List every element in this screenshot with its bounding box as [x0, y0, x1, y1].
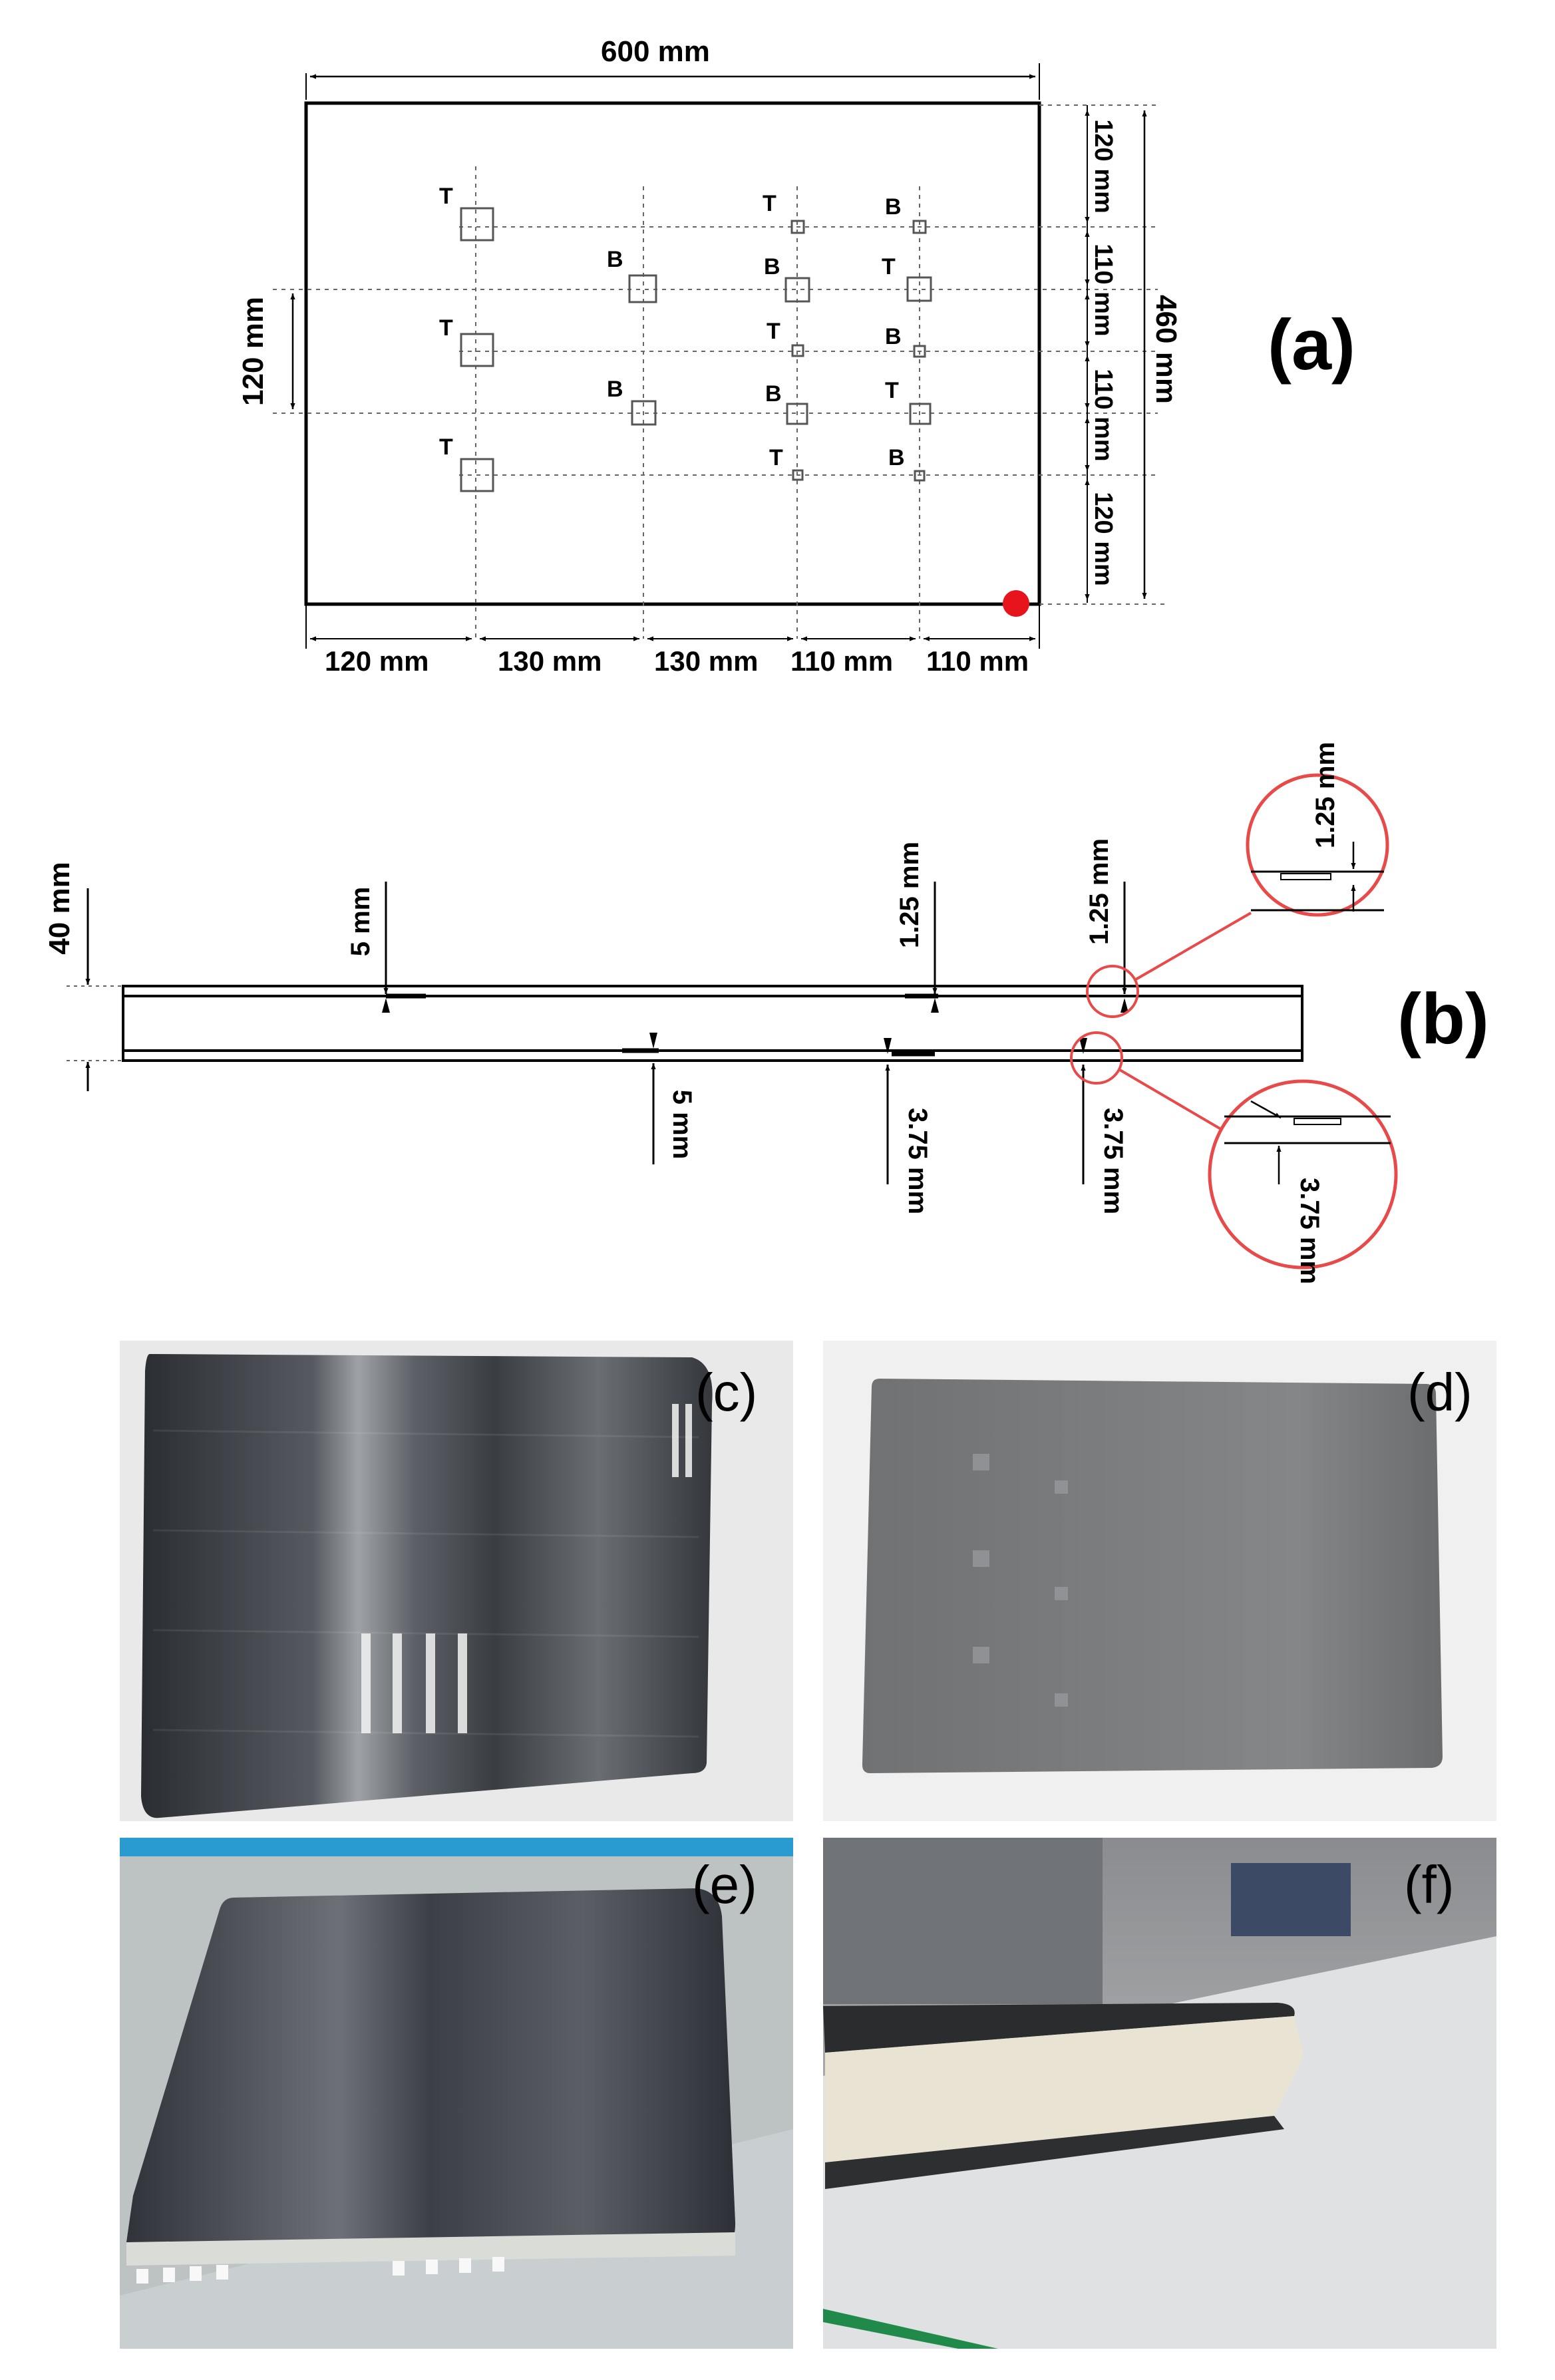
- letter-t: T: [439, 184, 453, 209]
- photo-e: (e): [120, 1838, 793, 2349]
- photo-d-label: (d): [1407, 1363, 1472, 1422]
- panel-a: 600 mm: [237, 35, 1355, 677]
- photo-f-label: (f): [1404, 1855, 1455, 1914]
- plate-outline: [304, 101, 1041, 606]
- letter-t: T: [767, 319, 780, 344]
- panel-b-label: (b): [1397, 978, 1489, 1059]
- photo-c-label: (c): [695, 1363, 757, 1422]
- left-span-label: 120 mm: [237, 297, 269, 406]
- photo-f: (f): [823, 1838, 1496, 2349]
- photo-d: (d): [823, 1341, 1496, 1821]
- letter-b: B: [885, 324, 902, 349]
- letter-t: T: [885, 378, 899, 403]
- panel-top-skin: [823, 2003, 1295, 2053]
- top-mid-label: 1.25 mm: [895, 842, 924, 948]
- letter-b: B: [888, 445, 905, 470]
- photo-e-label: (e): [692, 1855, 757, 1914]
- height-label: 460 mm: [1150, 295, 1182, 404]
- bottom-dim-label: 130 mm: [498, 645, 602, 677]
- right-dim-label: 120 mm: [1089, 119, 1117, 214]
- top-small-label: 1.25 mm: [1085, 838, 1114, 945]
- letter-b: B: [607, 247, 623, 272]
- grid-lines: [273, 104, 1168, 639]
- bottom-dim-label: 130 mm: [654, 645, 758, 677]
- bottom-mid-label: 3.75 mm: [903, 1108, 932, 1214]
- right-dimension-labels: 120 mm 110 mm 110 mm 120 mm: [1089, 119, 1117, 586]
- right-dim-label: 120 mm: [1089, 492, 1117, 586]
- zoom-top-label: 1.25 mm: [1311, 742, 1340, 848]
- width-label: 600 mm: [601, 35, 710, 68]
- right-dim-label: 110 mm: [1089, 244, 1117, 336]
- letter-b: B: [765, 381, 782, 407]
- zoom-callout-top: 1.25 mm: [1086, 742, 1389, 1018]
- zoom-callout-bottom: 3.75 mm: [1070, 1031, 1398, 1284]
- bottom-dim-label: 110 mm: [926, 645, 1029, 677]
- letter-t: T: [439, 434, 453, 460]
- bottom-dim-label: 110 mm: [790, 645, 893, 677]
- foam-core-plate: [862, 1379, 1443, 1773]
- letter-b: B: [764, 254, 780, 279]
- bottom-small-label: 3.75 mm: [1099, 1108, 1128, 1214]
- letter-t: T: [439, 315, 453, 341]
- top-big-label: 5 mm: [346, 887, 375, 957]
- letter-t: T: [882, 254, 896, 279]
- letter-t: T: [769, 445, 783, 470]
- panel-a-label: (a): [1268, 304, 1355, 385]
- letter-b: B: [607, 377, 623, 402]
- right-dim-label: 110 mm: [1089, 369, 1117, 461]
- panel-bottom-skin: [825, 2116, 1284, 2189]
- zoom-bottom-label: 3.75 mm: [1295, 1178, 1324, 1284]
- letter-b: B: [885, 194, 902, 220]
- bottom-big-label: 5 mm: [667, 1090, 697, 1160]
- panel-foam-core: [825, 2016, 1304, 2162]
- thickness-label: 40 mm: [43, 862, 76, 954]
- panel-b: 40 mm 5 mm 1.25 mm 1.25 mm 5 mm 3.75 mm …: [43, 742, 1489, 1284]
- photo-c: (c): [120, 1341, 793, 1821]
- laminate-plate: [141, 1354, 713, 1818]
- defect-letters: T T T B B T B T B T B T B T B: [439, 184, 905, 470]
- bottom-dimension-labels: 120 mm 130 mm 130 mm 110 mm 110 mm: [325, 645, 1029, 677]
- bottom-dim-label: 120 mm: [325, 645, 429, 677]
- letter-t: T: [763, 191, 777, 216]
- defect-squares: [460, 207, 932, 492]
- cross-section-outline: [122, 985, 1303, 1062]
- origin-marker: [1003, 590, 1029, 617]
- sandwich-panel: [126, 1888, 736, 2262]
